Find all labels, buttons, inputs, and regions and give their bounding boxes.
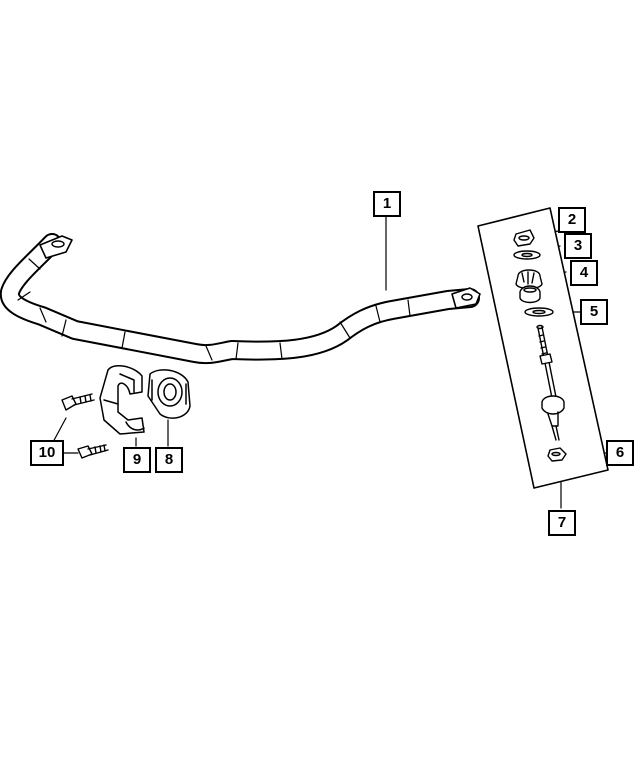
- callout-8: 8: [155, 447, 183, 473]
- callout-1: 1: [373, 191, 401, 217]
- callout-4: 4: [570, 260, 598, 286]
- callout-6: 6: [606, 440, 634, 466]
- callout-5: 5: [580, 299, 608, 325]
- stabilizer-bar: [0, 233, 481, 365]
- bolts: [61, 393, 109, 459]
- callout-2: 2: [558, 207, 586, 233]
- callout-10: 10: [30, 440, 64, 466]
- retainer-clamp: [99, 364, 145, 435]
- callout-3: 3: [564, 233, 592, 259]
- bushing: [147, 369, 191, 419]
- link-kit-parts: [513, 229, 567, 462]
- callout-9: 9: [123, 447, 151, 473]
- callout-7: 7: [548, 510, 576, 536]
